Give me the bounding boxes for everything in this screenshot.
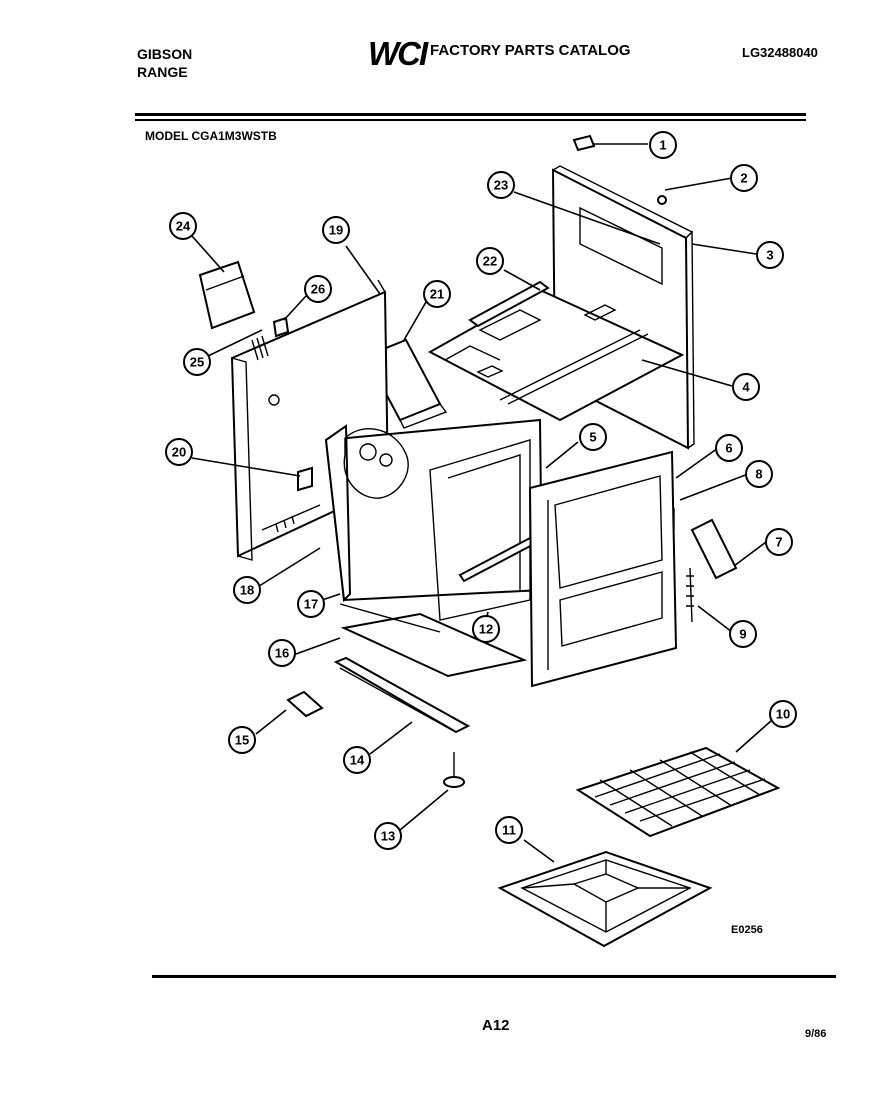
- callout-4: 4: [732, 373, 760, 401]
- callout-12: 12: [472, 615, 500, 643]
- svg-text:8: 8: [755, 467, 762, 482]
- top-bracket: [468, 280, 550, 328]
- callout-5: 5: [579, 423, 607, 451]
- svg-text:2: 2: [740, 171, 747, 186]
- callout-13: 13: [374, 822, 402, 850]
- svg-text:11: 11: [502, 823, 516, 838]
- callout-22: 22: [476, 247, 504, 275]
- document-number: LG32488040: [742, 45, 818, 60]
- svg-text:26: 26: [311, 282, 325, 297]
- callout-14: 14: [343, 746, 371, 774]
- callout-3: 3: [756, 241, 784, 269]
- svg-text:4: 4: [742, 380, 750, 395]
- callout-1: 1: [649, 131, 677, 159]
- callout-20: 20: [165, 438, 193, 466]
- callout-19: 19: [322, 216, 350, 244]
- svg-text:6: 6: [725, 441, 732, 456]
- callout-25: 25: [183, 348, 211, 376]
- oven-door: [528, 450, 678, 688]
- oven-rack: [575, 746, 781, 838]
- svg-text:10: 10: [776, 707, 790, 722]
- svg-text:25: 25: [190, 355, 204, 370]
- callout-6: 6: [715, 434, 743, 462]
- svg-text:7: 7: [775, 535, 782, 550]
- kick-plate: [333, 656, 471, 734]
- svg-text:19: 19: [329, 223, 343, 238]
- broiler-pan: [497, 850, 713, 948]
- callout-7: 7: [765, 528, 793, 556]
- svg-text:24: 24: [176, 219, 191, 234]
- figure-code: E0256: [731, 924, 763, 936]
- svg-text:9: 9: [739, 627, 746, 642]
- catalog-title: FACTORY PARTS CATALOG: [430, 42, 631, 59]
- callout-8: 8: [745, 460, 773, 488]
- callout-15: 15: [228, 726, 256, 754]
- svg-text:1: 1: [659, 138, 666, 153]
- callout-2: 2: [730, 164, 758, 192]
- revision-date: 9/86: [805, 1028, 827, 1040]
- svg-text:21: 21: [430, 287, 444, 302]
- oven-cavity: [324, 418, 544, 621]
- screw: [657, 195, 667, 205]
- door-hinge: [690, 518, 738, 580]
- svg-text:22: 22: [483, 254, 497, 269]
- brand-name: GIBSON: [137, 46, 193, 62]
- callout-23: 23: [487, 171, 515, 199]
- heat-shield: [198, 260, 256, 330]
- small-clip: [272, 316, 290, 338]
- svg-text:16: 16: [275, 646, 289, 661]
- logo-text: WCI: [368, 36, 429, 70]
- spring-clip: [251, 335, 269, 361]
- callout-16: 16: [268, 639, 296, 667]
- svg-text:23: 23: [494, 178, 508, 193]
- callout-21: 21: [423, 280, 451, 308]
- header-rule-bottom: [135, 119, 806, 121]
- terminal-block: [297, 466, 313, 492]
- page-number: A12: [482, 1017, 510, 1034]
- product-type: RANGE: [137, 64, 188, 80]
- svg-text:20: 20: [172, 445, 186, 460]
- knob-part: [572, 134, 596, 152]
- callout-17: 17: [297, 590, 325, 618]
- leveling-clip: [286, 690, 324, 718]
- svg-text:18: 18: [240, 583, 254, 598]
- callout-10: 10: [769, 700, 797, 728]
- svg-text:15: 15: [235, 733, 249, 748]
- callout-11: 11: [495, 816, 523, 844]
- svg-text:14: 14: [350, 753, 365, 768]
- callout-9: 9: [729, 620, 757, 648]
- svg-text:3: 3: [766, 248, 773, 263]
- svg-text:5: 5: [589, 430, 596, 445]
- hinge-spring: [686, 567, 694, 623]
- wci-logo: WCI: [368, 36, 430, 70]
- callout-18: 18: [233, 576, 261, 604]
- svg-text:12: 12: [479, 622, 493, 637]
- leader-lines: [191, 143, 773, 863]
- leveling-leg: [443, 752, 465, 788]
- svg-text:17: 17: [304, 597, 318, 612]
- door-gasket: [339, 603, 441, 633]
- footer-rule: [152, 975, 836, 978]
- callout-24: 24: [169, 212, 197, 240]
- model-label: MODEL CGA1M3WSTB: [145, 129, 277, 143]
- header-rule-top: [135, 113, 806, 116]
- svg-text:13: 13: [381, 829, 395, 844]
- callout-26: 26: [304, 275, 332, 303]
